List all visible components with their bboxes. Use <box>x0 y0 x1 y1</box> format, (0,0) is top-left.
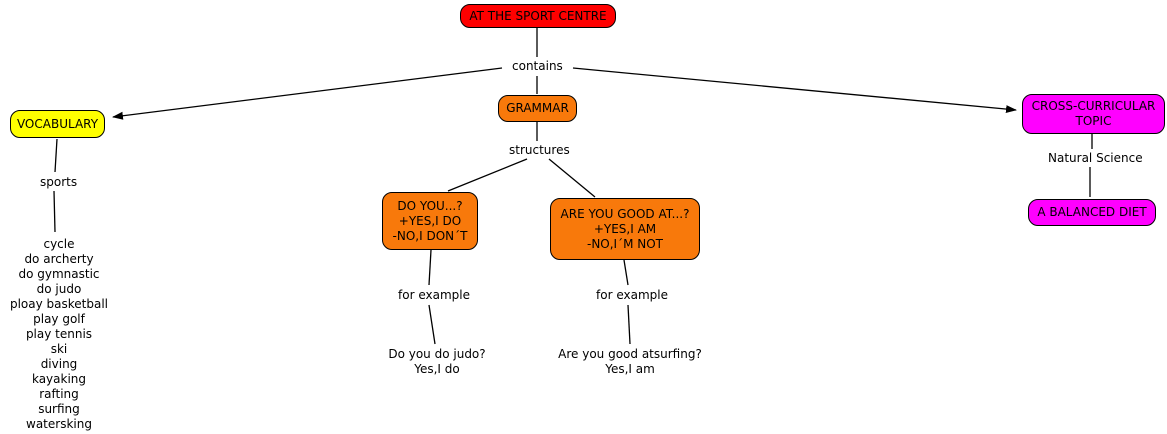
edge-for-example-do-judo <box>428 304 436 345</box>
link-label-contains[interactable]: contains <box>509 59 566 73</box>
node-grammar[interactable]: GRAMMAR <box>498 95 577 122</box>
example-good-at-surfing[interactable]: Are you good atsurfing?Yes,I am <box>558 347 702 376</box>
node-are-you-good-at[interactable]: ARE YOU GOOD AT...?+YES,I AM-NO,I´M NOT <box>550 198 700 260</box>
node-vocabulary[interactable]: VOCABULARY <box>10 110 105 138</box>
example-do-judo[interactable]: Do you do judo?Yes,I do <box>388 347 486 376</box>
edge-sports-list <box>53 190 56 233</box>
node-a-balanced-diet[interactable]: A BALANCED DIET <box>1028 199 1156 226</box>
link-label-natural-science[interactable]: Natural Science <box>1045 151 1146 165</box>
edge-structures-do-you <box>447 158 528 192</box>
edge-do-you-for-example <box>428 249 432 286</box>
edge-contains-cross-curricular <box>572 67 1017 114</box>
edge-for-example-surfing <box>627 304 631 345</box>
link-label-for-example-right[interactable]: for example <box>593 288 671 302</box>
edge-are-you-for-example <box>623 259 629 286</box>
edge-contains-vocabulary <box>112 67 503 120</box>
edge-vocabulary-sports <box>54 138 58 173</box>
node-at-the-sport-centre[interactable]: AT THE SPORT CENTRE <box>460 4 616 28</box>
link-label-for-example-left[interactable]: for example <box>395 288 473 302</box>
link-label-sports[interactable]: sports <box>37 175 81 189</box>
node-do-you[interactable]: DO YOU...?+YES,I DO-NO,I DON´T <box>382 192 478 250</box>
link-label-structures[interactable]: structures <box>506 143 573 157</box>
edge-structures-are-you <box>548 158 596 198</box>
